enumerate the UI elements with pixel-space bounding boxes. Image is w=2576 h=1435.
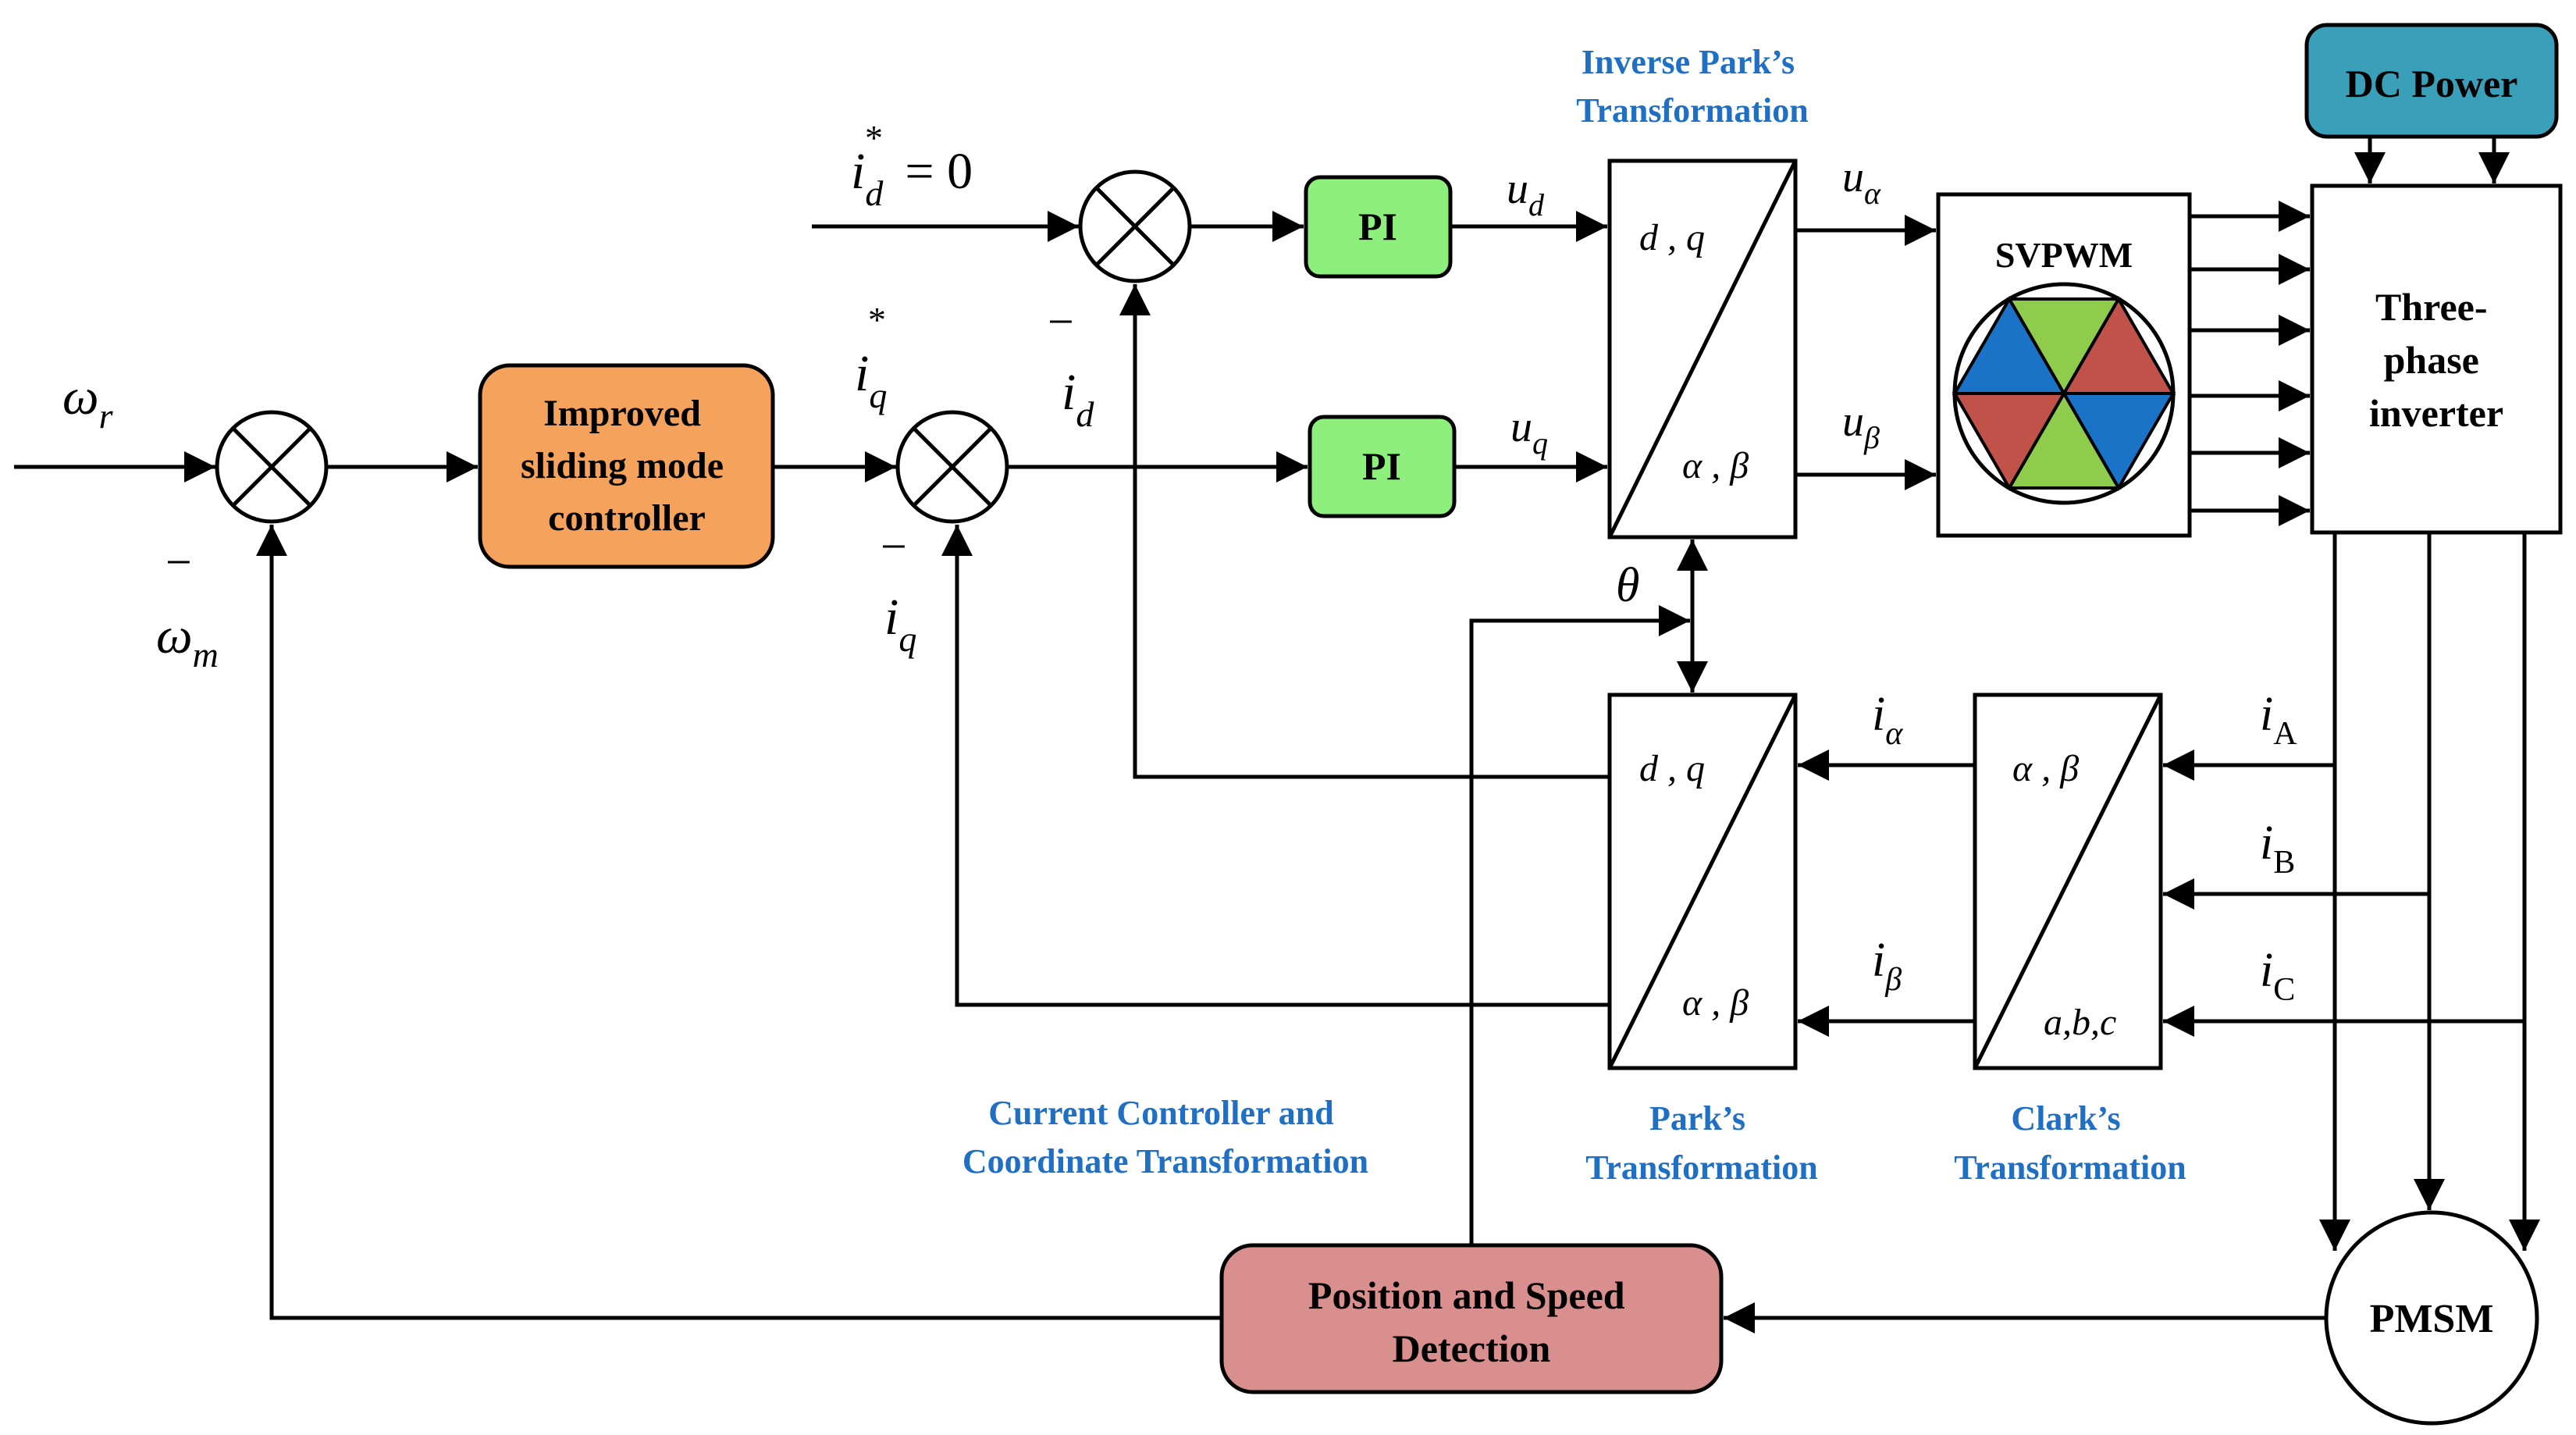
minus-id: − <box>1048 296 1074 347</box>
label-iq: iq <box>884 589 916 659</box>
inv-park-top: d , q <box>1639 217 1705 258</box>
caption-inverse-park: Inverse Park’s Transformation <box>1576 43 1808 130</box>
park-bottom: α , β <box>1682 982 1749 1024</box>
label-omega-r: ωr <box>62 369 114 436</box>
caption-current-controller: Current Controller and Coordinate Transf… <box>962 1094 1368 1180</box>
label-ibeta: iβ <box>1872 934 1902 998</box>
pi-q-label: PI <box>1362 444 1401 488</box>
label-ud: ud <box>1507 165 1545 223</box>
caption-park: Park’s Transformation <box>1585 1099 1817 1187</box>
pi-controller-q: PI <box>1308 415 1457 518</box>
inverter-label: Three- phase inverter <box>2369 285 2503 435</box>
clark-top: α , β <box>2012 748 2079 789</box>
smc-label: Improved sliding mode controller <box>521 393 733 539</box>
label-iC: iC <box>2260 944 2295 1008</box>
label-ualpha: uα <box>1842 153 1881 211</box>
svpwm-block: SVPWM <box>1936 192 2192 538</box>
pmsm-label: PMSM <box>2370 1297 2494 1341</box>
caption-clark: Clark’s Transformation <box>1954 1099 2186 1187</box>
dc-power-label: DC Power <box>2346 62 2518 105</box>
label-ialpha: iα <box>1872 688 1903 752</box>
three-phase-inverter-block: Three- phase inverter <box>2310 183 2563 535</box>
sum-junction-iq <box>895 410 1009 524</box>
sum-junction-id <box>1078 169 1192 283</box>
label-ubeta: uβ <box>1842 397 1880 455</box>
label-id: id <box>1062 364 1094 434</box>
label-omega-m: ωm <box>156 607 219 675</box>
inv-park-bottom: α , β <box>1682 445 1749 486</box>
clark-transform-block: α , β a,b,c <box>1973 693 2163 1070</box>
label-iA: iA <box>2260 688 2297 752</box>
inverse-park-transform-block: d , q α , β <box>1607 158 1798 539</box>
clark-bottom: a,b,c <box>2044 1002 2116 1043</box>
svpwm-label: SVPWM <box>1995 235 2133 275</box>
label-iq-ref: iq <box>855 345 887 415</box>
dc-power-block: DC Power <box>2304 23 2559 139</box>
signal-lines <box>14 137 2540 1334</box>
label-id-ref: id= 0 <box>851 143 973 213</box>
pmsm-block: PMSM <box>2324 1210 2539 1426</box>
park-transform-block: d , q α , β <box>1607 693 1798 1070</box>
position-label: Position and Speed Detection <box>1308 1273 1635 1370</box>
signal-labels: ωr ωm − id= 0 * − iq * id − iq ud uq uα <box>62 118 2297 1008</box>
label-uq: uq <box>1510 403 1548 461</box>
label-iq-ref-star: * <box>868 300 886 340</box>
label-id-ref-star: * <box>865 118 883 158</box>
minus-iq: − <box>881 521 907 572</box>
improved-sliding-mode-controller: Improved sliding mode controller <box>478 363 775 569</box>
pi-d-label: PI <box>1358 205 1397 248</box>
park-top: d , q <box>1639 748 1705 789</box>
sum-junction-speed <box>215 410 329 524</box>
minus-speed: − <box>165 536 192 588</box>
label-iB: iB <box>2260 817 2295 881</box>
position-speed-detection-block: Position and Speed Detection <box>1219 1243 1724 1394</box>
svpwm-hexagon-icon <box>1952 282 2176 505</box>
label-theta: θ <box>1616 559 1639 612</box>
pi-controller-d: PI <box>1304 175 1453 279</box>
